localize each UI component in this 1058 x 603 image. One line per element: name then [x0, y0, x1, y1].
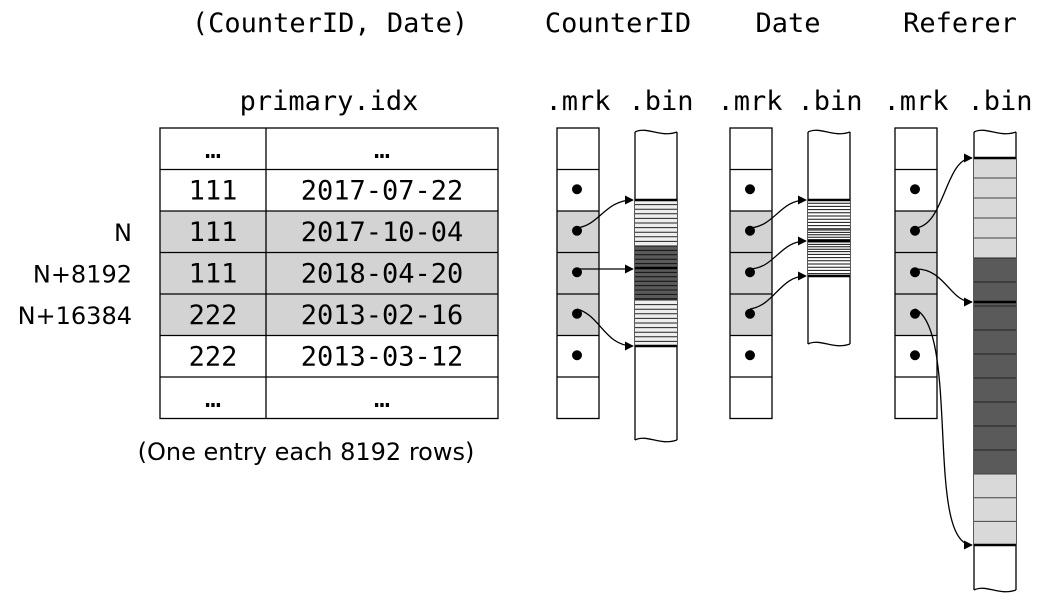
date-header: Date	[755, 8, 820, 39]
mark-dot-icon	[910, 184, 920, 195]
mark-dot-icon	[572, 350, 582, 361]
mark-arrows	[576, 153, 973, 550]
key-header: (CounterID, Date)	[192, 8, 468, 39]
primary-index-table: … … 111 2017-07-22 111 2017-10-04 111 2018-04-2…	[159, 127, 499, 420]
date-cell: 2018-04-20	[301, 259, 464, 290]
arrow-icon	[576, 195, 634, 229]
wavy-edge-icon	[634, 129, 678, 135]
arrow-icon	[914, 153, 973, 229]
mark-dot-icon	[745, 184, 755, 195]
date-mrk-column	[729, 127, 773, 420]
counterid-mrk-column	[556, 127, 600, 420]
date-cell: …	[374, 383, 390, 414]
date-cell: 2017-07-22	[301, 176, 464, 207]
date-bin-label: .bin	[797, 86, 862, 117]
footnote: (One entry each 8192 rows)	[138, 438, 475, 466]
arrow-icon	[749, 236, 807, 270]
arrow-icon	[576, 308, 634, 351]
counterid-bin-column	[634, 129, 678, 443]
mark-column-border	[894, 127, 938, 420]
counterid-cell: 111	[189, 176, 238, 207]
index-row-highlight	[160, 294, 498, 336]
counterid-cell: 111	[189, 259, 238, 290]
mark-dot-icon	[910, 350, 920, 361]
counterid-mrk-label: .mrk	[545, 86, 610, 117]
index-row-highlight	[160, 252, 498, 294]
mark-dot-icon	[745, 267, 755, 278]
referer-bin-label: .bin	[967, 86, 1032, 117]
row-label: N+16384	[18, 302, 132, 330]
counterid-cell: 222	[189, 300, 238, 331]
primary-index-title: primary.idx	[240, 86, 419, 117]
referer-header: Referer	[903, 8, 1017, 39]
row-label: N+8192	[33, 261, 132, 289]
mark-dot-icon	[572, 184, 582, 195]
date-cell: …	[374, 134, 390, 165]
mark-dot-icon	[572, 225, 582, 236]
arrow-icon	[914, 308, 973, 550]
wavy-edge-icon	[807, 129, 851, 135]
counterid-header: CounterID	[545, 8, 691, 39]
mark-dot-icon	[572, 267, 582, 278]
arrow-icon	[749, 195, 807, 229]
counterid-bin-label: .bin	[628, 86, 693, 117]
mark-dot-icon	[745, 308, 755, 319]
referer-bin-column	[973, 129, 1017, 593]
index-row-highlight	[160, 211, 498, 253]
wavy-edge-icon	[807, 341, 851, 347]
bin-granule-block	[635, 246, 677, 268]
date-cell: 2017-10-04	[301, 217, 464, 248]
referer-mrk-column	[894, 127, 938, 420]
wavy-edge-icon	[973, 587, 1017, 593]
mark-dot-icon	[572, 308, 582, 319]
bin-granule-block	[974, 158, 1016, 258]
wavy-edge-icon	[973, 129, 1017, 135]
date-cell: 2013-02-16	[301, 300, 464, 331]
wavy-edge-icon	[634, 437, 678, 443]
date-cell: 2013-03-12	[301, 342, 464, 373]
row-label: N	[114, 219, 132, 247]
mark-column-border	[729, 127, 773, 420]
index-table-border	[159, 127, 499, 420]
mark-dot-icon	[745, 350, 755, 361]
counterid-cell: …	[205, 134, 221, 165]
referer-mrk-label: .mrk	[883, 86, 948, 117]
mark-column-border	[556, 127, 600, 420]
arrow-icon	[914, 268, 973, 307]
counterid-cell: 222	[189, 342, 238, 373]
bin-granule-block	[974, 258, 1016, 474]
date-bin-column	[807, 129, 851, 347]
bin-granule-block	[974, 474, 1016, 545]
counterid-cell: …	[205, 383, 221, 414]
mark-dot-icon	[910, 267, 920, 278]
date-mrk-label: .mrk	[717, 86, 782, 117]
mark-files	[556, 127, 938, 420]
mark-dot-icon	[910, 308, 920, 319]
bin-files	[634, 129, 1017, 593]
counterid-cell: 111	[189, 217, 238, 248]
arrow-icon	[749, 271, 807, 310]
